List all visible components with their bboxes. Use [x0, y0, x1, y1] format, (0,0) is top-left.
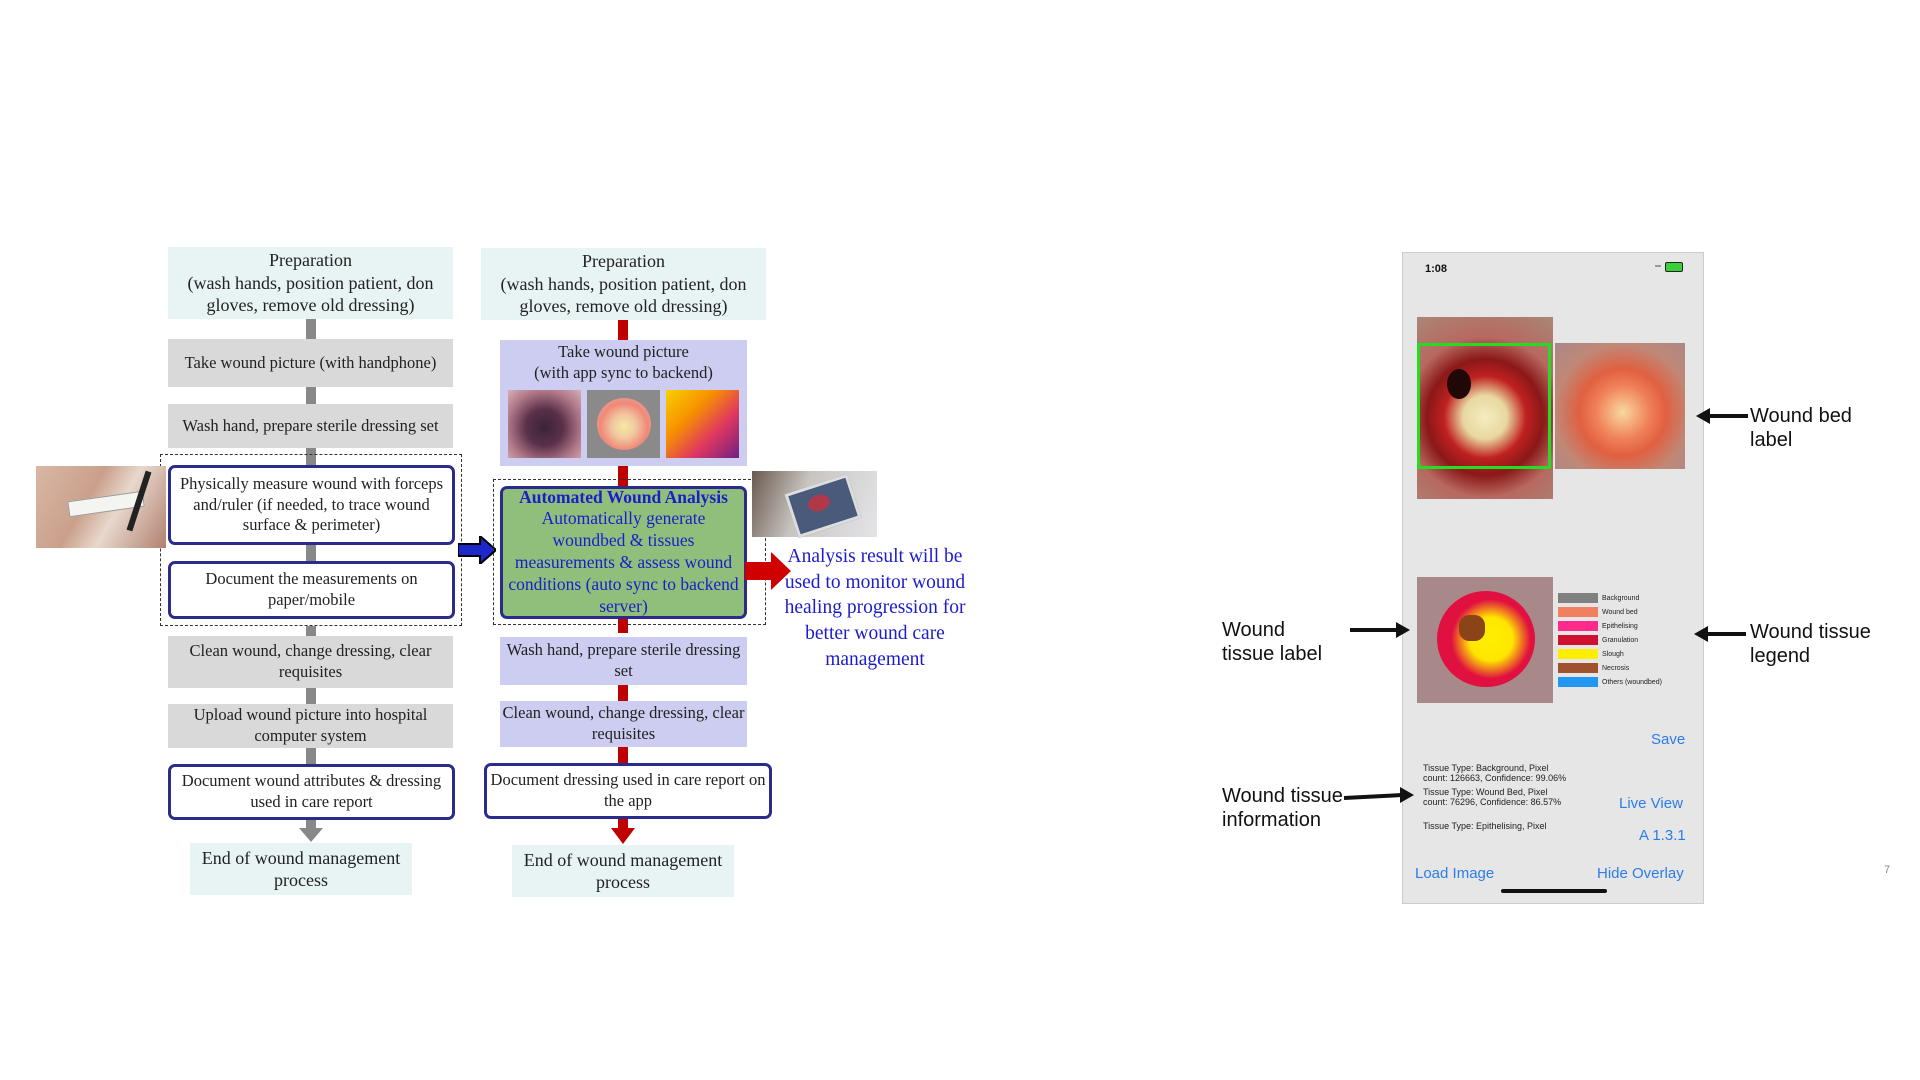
transition-arrow [458, 536, 496, 564]
wound-tissue-label-arrow [1350, 622, 1410, 638]
load-image-button[interactable]: Load Image [1415, 865, 1495, 882]
left-upload-box: Upload wound picture into hospital compu… [168, 704, 453, 748]
tissue-info-line: Tissue Type: Wound Bed, Pixel count: 762… [1423, 786, 1562, 808]
wound-tissue-legend-arrow [1694, 626, 1746, 642]
right-take-picture-box: Take wound picture (with app sync to bac… [500, 340, 747, 466]
legend-item: Background [1558, 591, 1688, 605]
app-usage-photo [752, 471, 877, 539]
phone-app-screen: 1:08 Background Wound bed Epithelising G… [1402, 252, 1704, 904]
status-time: 1:08 [1425, 263, 1448, 275]
wound-bed-bounding-box [1417, 343, 1551, 469]
right-connector [618, 819, 628, 831]
wound-photo-thumbnail [508, 390, 581, 458]
left-document-attributes-box: Document wound attributes & dressing use… [168, 764, 455, 820]
legend-item: Wound bed [1558, 605, 1688, 619]
wound-bed-overlay-image [1555, 343, 1685, 469]
wound-tissue-legend: Background Wound bed Epithelising Granul… [1558, 591, 1688, 689]
left-clean-box: Clean wound, change dressing, clear requ… [168, 636, 453, 688]
tissue-info-line: Tissue Type: Epithelising, Pixel [1423, 821, 1547, 832]
right-automated-group [493, 479, 766, 625]
right-end-box: End of wound management process [512, 845, 734, 897]
left-connector [306, 387, 316, 404]
signal-icon [1655, 265, 1661, 267]
right-down-arrowhead [611, 828, 635, 844]
right-connector [618, 747, 628, 763]
left-wash-hand-box: Wash hand, prepare sterile dressing set [168, 404, 453, 448]
save-button[interactable]: Save [1651, 731, 1686, 748]
right-connector [618, 320, 628, 340]
wound-tissue-label-image [1417, 577, 1553, 703]
left-connector [306, 748, 316, 764]
left-connector [306, 545, 316, 561]
legend-item: Necrosis [1558, 661, 1688, 675]
left-connector [306, 626, 316, 636]
left-connector [306, 319, 316, 339]
version-label: A 1.3.1 [1639, 827, 1686, 844]
tissue-information: Tissue Type: Background, Pixel count: 12… [1423, 763, 1573, 832]
wound-tissue-information-annotation: Wound tissue information [1222, 785, 1343, 831]
manual-measurement-photo [36, 466, 166, 548]
legend-item: Slough [1558, 647, 1688, 661]
left-connector [306, 820, 316, 832]
left-document-measurements-box: Document the measurements on paper/mobil… [168, 561, 455, 619]
hide-overlay-button[interactable]: Hide Overlay [1597, 865, 1684, 882]
right-wash-hand-box: Wash hand, prepare sterile dressing set [500, 637, 747, 685]
wound-bed-label-arrow [1696, 408, 1748, 424]
right-clean-box: Clean wound, change dressing, clear requ… [500, 701, 747, 747]
result-arrow [745, 552, 791, 590]
automated-wound-analysis-box: Automated Wound Analysis Automatically g… [500, 486, 747, 619]
tissue-info-line: Tissue Type: Background, Pixel count: 12… [1423, 763, 1567, 784]
left-preparation-box: Preparation (wash hands, position patien… [168, 247, 453, 319]
home-indicator [1501, 889, 1607, 893]
analysis-result-text: Analysis result will be used to monitor … [784, 546, 966, 670]
wound-segmentation-thumbnail [587, 390, 660, 458]
right-connector [618, 685, 628, 701]
right-connector [618, 619, 628, 633]
legend-item: Granulation [1558, 633, 1688, 647]
legend-item: Epithelising [1558, 619, 1688, 633]
right-connector [618, 466, 628, 486]
live-view-button[interactable]: Live View [1619, 795, 1683, 812]
left-end-box: End of wound management process [190, 843, 412, 895]
legend-item: Others (woundbed) [1558, 675, 1688, 689]
left-connector [306, 448, 316, 465]
wound-photo [1417, 317, 1553, 499]
battery-icon [1665, 262, 1683, 272]
wound-heatmap-thumbnail [666, 390, 739, 458]
left-measure-box: Physically measure wound with forceps an… [168, 465, 455, 545]
wound-tissue-legend-annotation: Wound tissue legend [1750, 621, 1871, 667]
automated-analysis-title: Automated Wound Analysis [519, 487, 728, 508]
left-connector [306, 688, 316, 704]
page-number: 7 [1884, 864, 1891, 876]
automated-analysis-body: Automatically generate woundbed & tissue… [508, 508, 739, 616]
left-down-arrowhead [299, 828, 323, 842]
wound-bed-label-annotation: Wound bed label [1750, 405, 1852, 451]
right-take-picture-label: Take wound picture (with app sync to bac… [534, 342, 713, 382]
wound-tissue-information-arrow [1344, 787, 1414, 803]
wound-tissue-label-annotation: Wound tissue label [1222, 619, 1323, 665]
right-document-dressing-box: Document dressing used in care report on… [484, 763, 772, 819]
right-preparation-box: Preparation (wash hands, position patien… [481, 248, 766, 320]
left-take-picture-box: Take wound picture (with handphone) [168, 339, 453, 387]
